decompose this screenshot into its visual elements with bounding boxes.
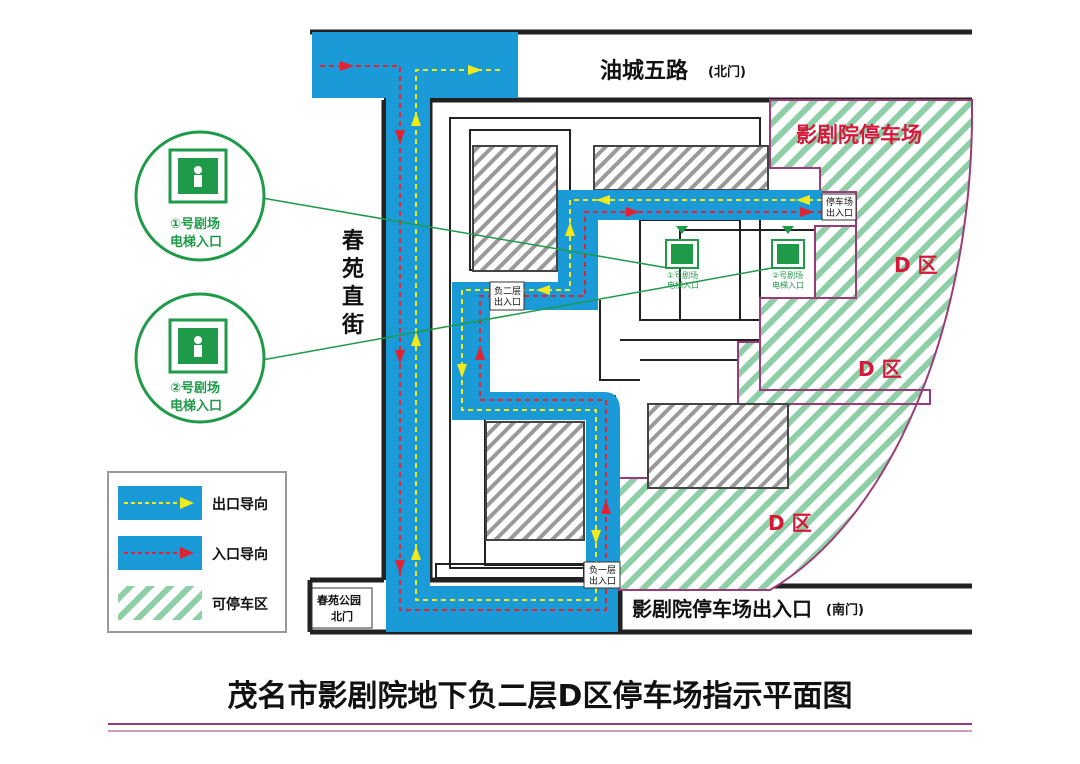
legend-entry-arrow-icon <box>180 547 194 559</box>
leader-lines <box>261 197 773 361</box>
cinema-parking-label: 影剧院停车场 <box>796 123 922 147</box>
elevator-2-map-line-2: 电梯入口 <box>772 280 804 290</box>
legend-parking-swatch <box>118 586 202 620</box>
south-gate-label: (南门) <box>826 602 864 618</box>
elevator-2-line-2: 电梯入口 <box>170 398 222 414</box>
exit-route <box>415 69 822 601</box>
building-block-sw <box>485 421 585 541</box>
elevator-2-map-icon <box>771 226 805 269</box>
building-block-nw <box>472 145 558 272</box>
west-street-char-4: 街 <box>341 312 364 338</box>
parking-exit-line-2: 出入口 <box>826 207 853 219</box>
b1-exit-sign <box>583 561 621 589</box>
park-gate-line-2: 北门 <box>331 609 353 623</box>
elevator-1-map-line-1: ①号剧场 <box>667 271 698 280</box>
b1-exit-line-1: 负一层 <box>589 564 616 576</box>
north-gate-label: (北门) <box>708 64 746 80</box>
entry-arrows <box>340 61 814 574</box>
b2-exit-sign <box>489 281 525 311</box>
elevator-1-badge <box>134 130 266 262</box>
exit-arrows <box>411 65 810 560</box>
elevator-1-map-icon <box>665 226 699 269</box>
west-street-char-3: 直 <box>342 284 364 310</box>
legend-parking-label: 可停车区 <box>212 596 268 613</box>
elevator-2-badge <box>134 292 266 424</box>
parking-exit-sign <box>821 193 857 221</box>
park-gate-line-1: 春苑公园 <box>317 593 361 607</box>
elevator-1-line-2: 电梯入口 <box>170 234 222 250</box>
zone-d-label-1: D 区 <box>894 253 938 277</box>
page-title: 茂名市影剧院地下负二层D区停车场指示平面图 <box>228 679 853 714</box>
zone-d-label-3: D 区 <box>768 511 812 535</box>
park-gate-sign <box>311 587 373 629</box>
elevator-2-line-1: ②号剧场 <box>170 380 220 396</box>
b1-exit-line-2: 出入口 <box>589 575 616 587</box>
elevator-2-map-line-1: ②号剧场 <box>772 271 803 280</box>
parking-exit-line-1: 停车场 <box>826 196 853 208</box>
legend-exit-label: 出口导向 <box>212 496 268 513</box>
legend-exit-arrow-icon <box>180 497 194 509</box>
b2-exit-line-2: 出入口 <box>494 296 521 308</box>
west-street-char-2: 苑 <box>342 257 364 282</box>
building-block-n <box>593 145 769 191</box>
north-road-label: 油城五路 <box>600 58 689 84</box>
elevator-1-line-1: ①号剧场 <box>170 216 220 232</box>
zone-d-label-2: D 区 <box>858 357 902 381</box>
legend-entry-label: 入口导向 <box>212 546 268 563</box>
south-exit-label: 影剧院停车场出入口 <box>632 597 812 621</box>
b2-exit-line-1: 负二层 <box>494 285 521 297</box>
elevator-1-map-line-2: 电梯入口 <box>667 280 699 290</box>
building-block-se <box>647 403 789 489</box>
west-street-char-1: 春 <box>342 229 364 254</box>
